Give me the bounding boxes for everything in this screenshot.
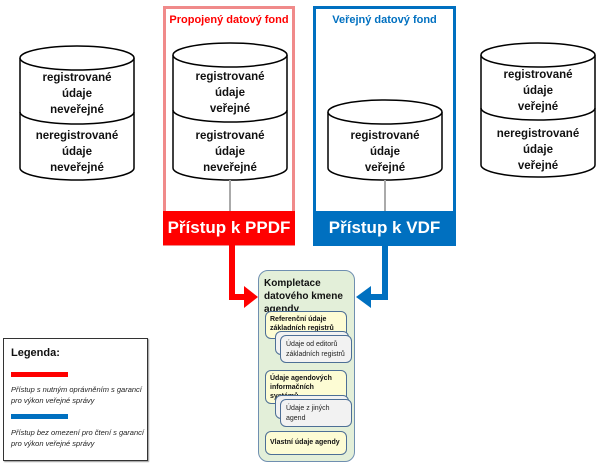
blue-arrow	[356, 244, 388, 308]
cylinder-left	[19, 45, 135, 181]
cylinder-right	[480, 42, 596, 178]
vdf-title: Veřejný datový fond	[332, 14, 437, 26]
access-ppdf-bar: Přístup k PPDF	[163, 211, 295, 245]
access-ppdf-label: Přístup k PPDF	[167, 218, 291, 237]
cylinder-ppdf	[172, 42, 288, 181]
red-arrow	[229, 244, 258, 308]
legend: Legenda: Přístup s nutným oprávněním s g…	[3, 338, 148, 461]
access-vdf-label: Přístup k VDF	[328, 218, 441, 237]
ppdf-top-label: registrované údaje veřejné	[195, 71, 265, 115]
legend-red-text: Přístup s nutným oprávněním s garancí pr…	[11, 385, 142, 405]
legend-title: Legenda:	[11, 347, 60, 359]
jine-agendy-box: Údaje z jiných agend	[280, 399, 352, 427]
vdf-label: registrované údaje veřejné	[350, 130, 420, 174]
vlastni-udaje-box: Vlastní údaje agendy	[265, 431, 347, 455]
kompletace-box: Kompletace datového kmene agendy Referen…	[258, 270, 355, 462]
ppdf-bottom-label: registrované údaje neveřejné	[195, 130, 265, 174]
right-top-label: registrované údaje veřejné	[503, 69, 573, 113]
left-top-label: registrované údaje neveřejné	[42, 72, 112, 116]
cylinder-vdf	[327, 99, 443, 181]
legend-blue-bar	[11, 414, 68, 419]
ppdf-title: Propojený datový fond	[169, 14, 289, 26]
right-bottom-label: neregistrované údaje veřejné	[496, 128, 580, 172]
kompletace-title: Kompletace datového kmene agendy	[264, 278, 343, 315]
legend-red-bar	[11, 372, 68, 377]
access-vdf-bar: Přístup k VDF	[313, 211, 456, 245]
left-bottom-label: neregistrované údaje neveřejné	[35, 130, 119, 174]
legend-blue-text: Přístup bez omezení pro čtení s garancí …	[11, 428, 144, 448]
editori-box: Údaje od editorů základních registrů	[280, 335, 352, 363]
